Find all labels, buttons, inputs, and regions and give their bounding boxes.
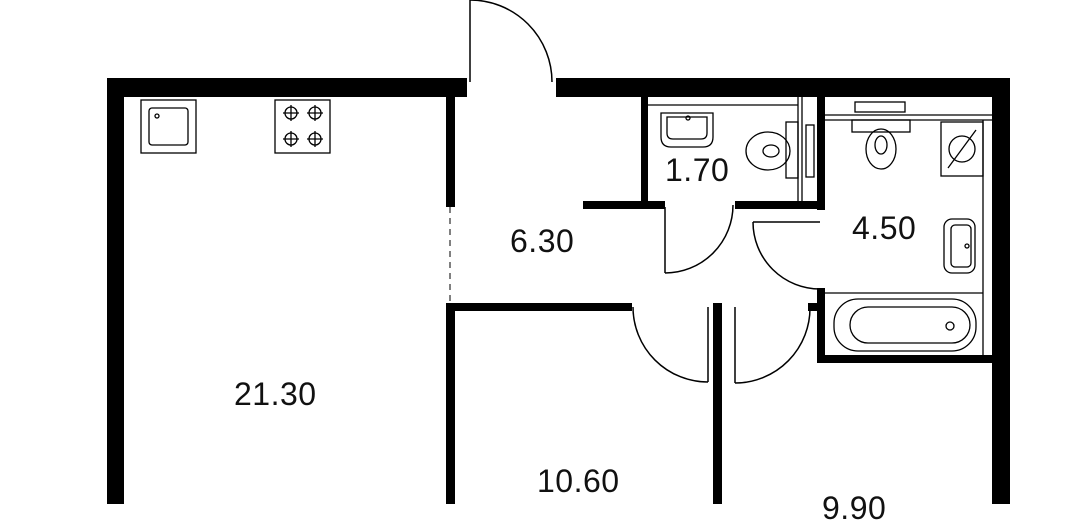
- room-area-hall: 6.30: [510, 223, 575, 259]
- bedroom-1-door[interactable]: [632, 306, 709, 383]
- floor-plan: [107, 0, 1010, 504]
- room-area-wc: 1.70: [665, 152, 730, 188]
- bathtub-icon: [833, 298, 977, 352]
- wc-sink-icon: [660, 112, 714, 148]
- wall-wc-bottom-left: [583, 201, 665, 209]
- wall-bedroom2-top: [808, 303, 825, 311]
- wall-bath-left: [817, 288, 825, 363]
- doors: [469, 0, 821, 384]
- room-area-bedroom-2: 9.90: [822, 490, 887, 526]
- bathroom-door[interactable]: [752, 221, 821, 290]
- wall-wc-bottom-right: [735, 201, 823, 209]
- bath-toilet-icon: [851, 119, 911, 170]
- bath-sink-icon: [943, 218, 976, 274]
- wall-bath-bottom: [817, 355, 992, 363]
- wall-hall-bedroom: [446, 303, 632, 311]
- room-area-kitchen-living: 21.30: [234, 376, 317, 412]
- washing-machine-icon: [940, 121, 984, 177]
- stove-icon: [274, 99, 331, 154]
- room-area-bathroom: 4.50: [852, 210, 917, 246]
- kitchen-sink-icon: [140, 99, 197, 154]
- outer-wall-right: [992, 78, 1010, 504]
- wall-wc-bath: [817, 97, 825, 210]
- wall-kitchen-bedroom: [446, 303, 455, 504]
- outer-wall-top-left: [107, 78, 467, 97]
- wc-door[interactable]: [664, 204, 734, 274]
- room-area-bedroom-1: 10.60: [537, 463, 620, 499]
- outer-wall-left: [107, 78, 124, 504]
- wall-kitchen-hall: [446, 97, 455, 207]
- outer-wall-top-right: [556, 78, 1010, 97]
- walls: [107, 78, 1010, 504]
- wall-wc-left: [641, 97, 648, 207]
- bedroom-2-door[interactable]: [734, 306, 811, 384]
- wall-between-bedrooms: [713, 303, 722, 504]
- fixtures: [140, 97, 992, 355]
- entrance-door[interactable]: [469, 0, 553, 83]
- toilet-icon: [745, 121, 799, 179]
